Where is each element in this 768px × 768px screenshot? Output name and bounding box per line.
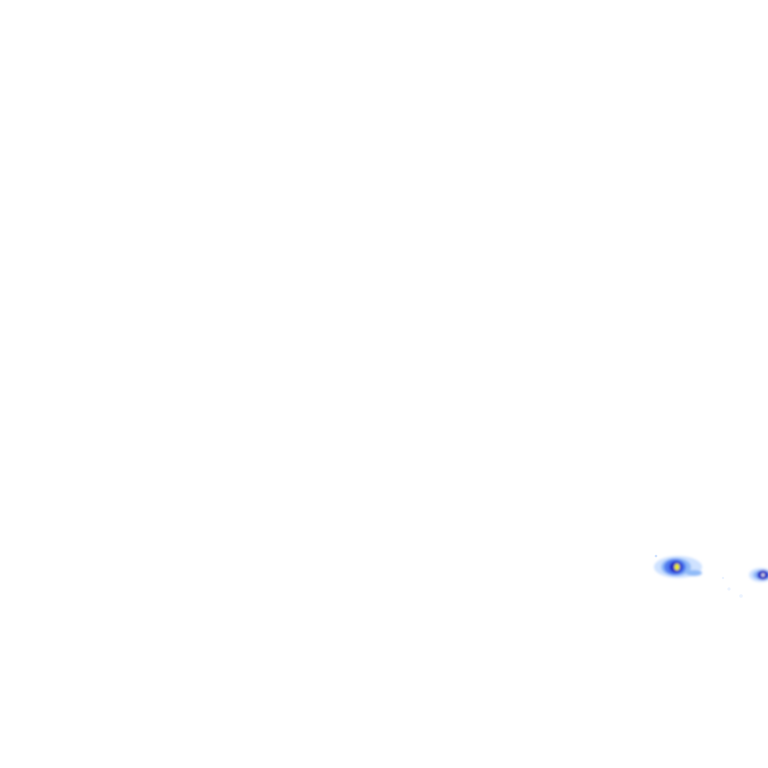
speck	[727, 587, 731, 591]
hotspot-trail	[721, 576, 743, 598]
hotspot-west	[654, 556, 702, 578]
speck	[654, 554, 658, 558]
heat-tail	[686, 570, 702, 576]
heat-hot	[674, 563, 680, 571]
speck	[721, 576, 725, 580]
heat-core	[761, 573, 765, 577]
hotspot-east	[749, 568, 768, 582]
speck	[739, 594, 743, 598]
